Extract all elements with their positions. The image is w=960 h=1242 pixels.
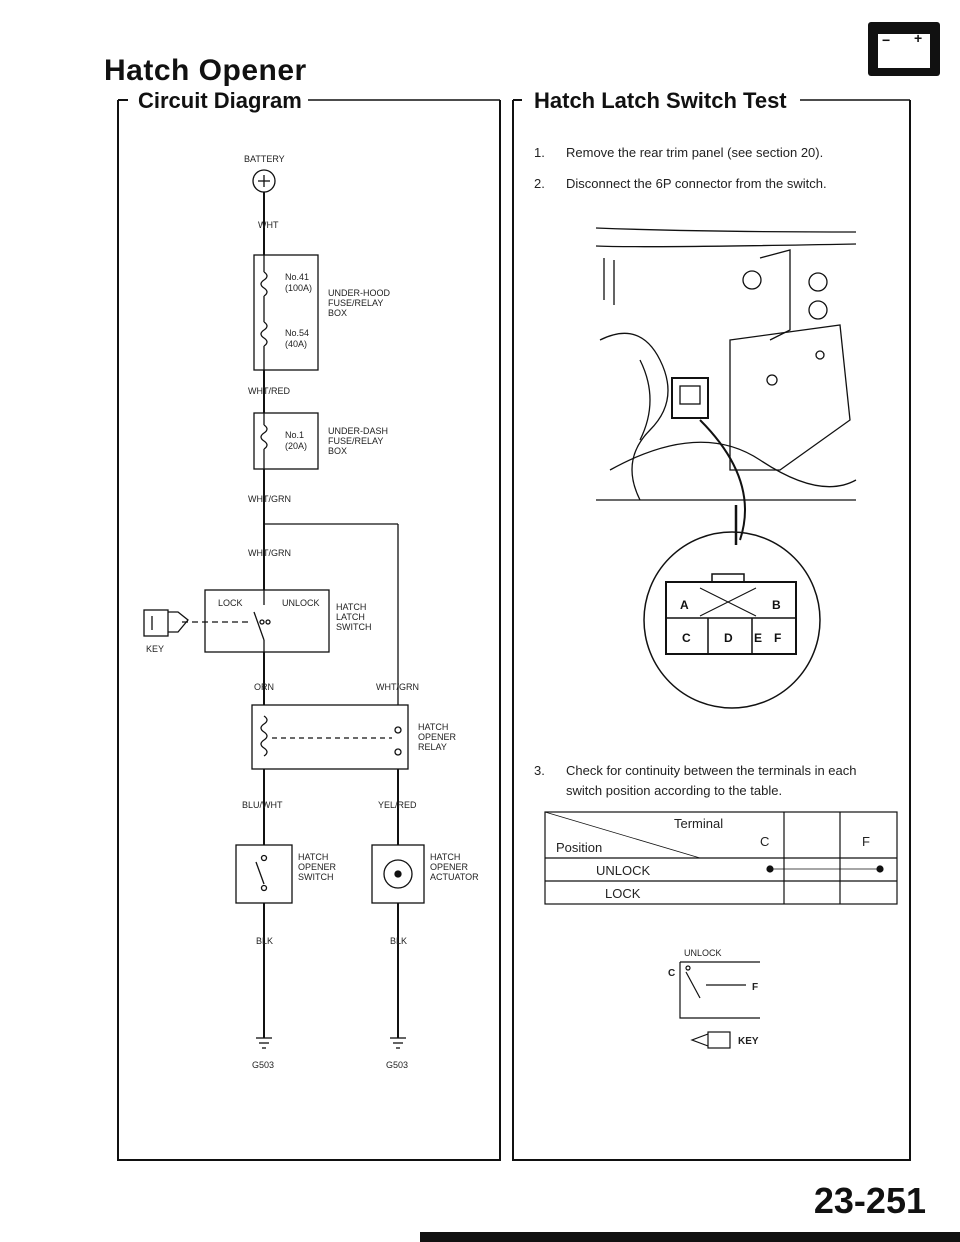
wire-blu-wht-label: BLU/WHT bbox=[242, 800, 283, 810]
underdash-box-line-1: UNDER-DASH bbox=[328, 426, 388, 436]
underhood-box-line-3: BOX bbox=[328, 308, 347, 318]
trim-panel-illustration bbox=[595, 227, 857, 545]
fuse-c-rating: (20A) bbox=[285, 441, 307, 451]
ground-label-2: G503 bbox=[386, 1060, 408, 1070]
battery-icon: − + bbox=[868, 22, 940, 76]
step3-line1: Check for continuity between the termina… bbox=[566, 763, 857, 778]
unlock-label: UNLOCK bbox=[282, 598, 320, 608]
bottom-bar bbox=[420, 1232, 960, 1242]
table-col-f: F bbox=[862, 834, 870, 849]
fuse-b-rating: (40A) bbox=[285, 339, 307, 349]
underhood-box-line-1: UNDER-HOOD bbox=[328, 288, 390, 298]
relay-line-2: OPENER bbox=[418, 732, 457, 742]
underhood-box-outline bbox=[253, 254, 319, 371]
relay-outline bbox=[251, 704, 409, 770]
wire-wht-grn-label-3: WHT/GRN bbox=[376, 682, 419, 692]
opener-switch-line-2: OPENER bbox=[298, 862, 337, 872]
ground-label-1: G503 bbox=[252, 1060, 274, 1070]
terminal-a: A bbox=[680, 598, 689, 612]
opener-switch-line-1: HATCH bbox=[298, 852, 328, 862]
circuit-section-title: Circuit Diagram bbox=[132, 88, 308, 114]
connector-zoom bbox=[643, 531, 821, 709]
relay-line-1: HATCH bbox=[418, 722, 448, 732]
table-row-unlock: UNLOCK bbox=[596, 863, 651, 878]
schematic-f: F bbox=[752, 982, 758, 993]
lock-label: LOCK bbox=[218, 598, 243, 608]
test-panel-frame bbox=[512, 99, 911, 1161]
fuse-b-label: No.54 bbox=[285, 328, 309, 338]
wire-wht-label: WHT bbox=[258, 220, 279, 230]
circuit-labels: BATTERY WHT No.41 (100A) No.54 (40A) UND… bbox=[146, 154, 479, 1070]
switch-schematic-text: UNLOCK C F KEY bbox=[668, 948, 759, 1047]
terminal-e: E bbox=[754, 631, 762, 645]
wire-blk-label-1: BLK bbox=[256, 936, 273, 946]
actuator-line-3: ACTUATOR bbox=[430, 872, 479, 882]
wire-yel-red-label: YEL/RED bbox=[378, 800, 417, 810]
page-number: 23-251 bbox=[813, 1180, 926, 1221]
opener-switch-outline bbox=[235, 844, 293, 904]
step1-text: Remove the rear trim panel (see section … bbox=[566, 145, 824, 160]
continuity-table-text: Terminal Position C F UNLOCK LOCK bbox=[556, 816, 870, 901]
page-title: Hatch Opener bbox=[104, 54, 307, 87]
wire-wht-grn-label-2: WHT/GRN bbox=[248, 548, 291, 558]
latch-switch-line-1: HATCH bbox=[336, 602, 366, 612]
key-label: KEY bbox=[146, 644, 164, 654]
fuse-a-rating: (100A) bbox=[285, 283, 312, 293]
underdash-box-line-2: FUSE/RELAY bbox=[328, 436, 383, 446]
schematic-unlock: UNLOCK bbox=[684, 948, 722, 958]
underdash-box-line-3: BOX bbox=[328, 446, 347, 456]
relay-line-3: RELAY bbox=[418, 742, 447, 752]
table-header-terminal: Terminal bbox=[674, 816, 723, 831]
terminal-f: F bbox=[774, 631, 781, 645]
actuator-line-1: HATCH bbox=[430, 852, 460, 862]
wire-wht-red-label: WHT/RED bbox=[248, 386, 290, 396]
connector-terminals: A B C D E F bbox=[680, 598, 781, 645]
latch-switch-outline bbox=[204, 589, 330, 653]
fuse-c-label: No.1 bbox=[285, 430, 304, 440]
table-row-lock: LOCK bbox=[605, 886, 641, 901]
underhood-box-line-2: FUSE/RELAY bbox=[328, 298, 383, 308]
wire-orn-label: ORN bbox=[254, 682, 274, 692]
wire-wht-grn-label-1: WHT/GRN bbox=[248, 494, 291, 504]
step3-line2: switch position according to the table. bbox=[566, 783, 783, 798]
circuit-diagram bbox=[143, 169, 425, 1049]
terminal-b: B bbox=[772, 598, 781, 612]
latch-switch-line-3: SWITCH bbox=[336, 622, 372, 632]
opener-switch-line-3: SWITCH bbox=[298, 872, 334, 882]
switch-schematic bbox=[679, 961, 760, 1049]
wire-blk-label-2: BLK bbox=[390, 936, 407, 946]
step2-text: Disconnect the 6P connector from the swi… bbox=[566, 176, 827, 191]
terminal-c: C bbox=[682, 631, 691, 645]
step1-num: 1. bbox=[534, 145, 545, 160]
terminal-d: D bbox=[724, 631, 733, 645]
actuator-line-2: OPENER bbox=[430, 862, 469, 872]
continuity-table bbox=[544, 811, 898, 905]
table-header-position: Position bbox=[556, 840, 602, 855]
fuse-a-label: No.41 bbox=[285, 272, 309, 282]
key-icon bbox=[143, 609, 169, 637]
battery-label: BATTERY bbox=[244, 154, 285, 164]
underdash-box-outline bbox=[253, 412, 319, 470]
table-col-c: C bbox=[760, 834, 769, 849]
schematic-c: C bbox=[668, 968, 675, 979]
latch-switch-line-2: LATCH bbox=[336, 612, 365, 622]
schematic-key: KEY bbox=[738, 1036, 759, 1047]
step3-num: 3. bbox=[534, 763, 545, 778]
test-section-title: Hatch Latch Switch Test bbox=[528, 88, 793, 114]
step2-num: 2. bbox=[534, 176, 545, 191]
circuit-panel-frame bbox=[117, 99, 501, 1161]
